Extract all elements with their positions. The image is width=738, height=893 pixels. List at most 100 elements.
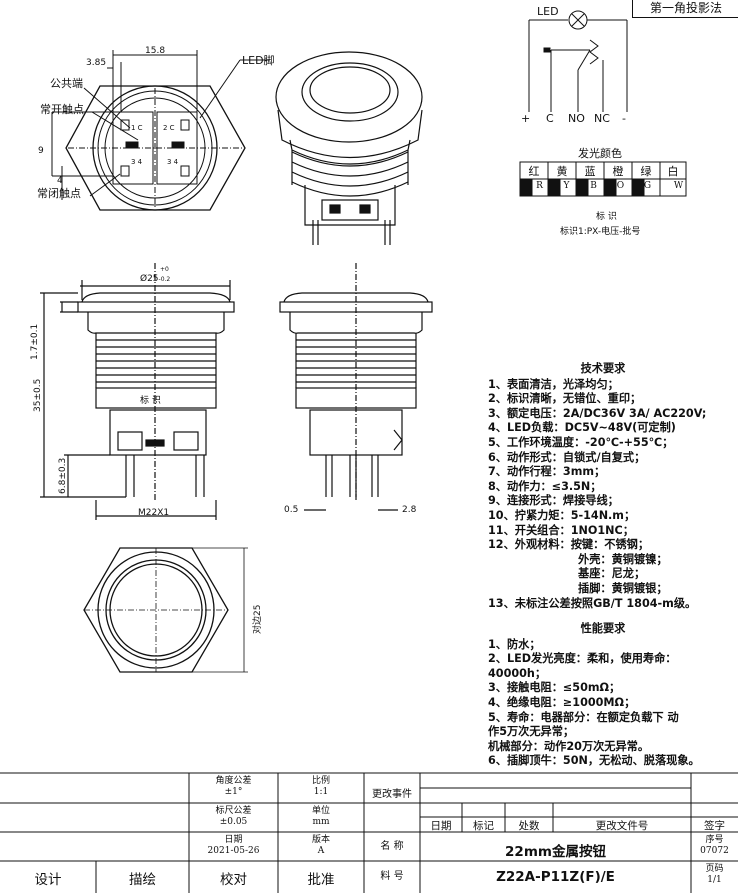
perf-item: 作5万次无异常； (488, 725, 575, 739)
perf-title: 性能要求 (580, 622, 626, 635)
tol-plus: +0 (160, 266, 169, 273)
dim-width: 15.8 (145, 46, 166, 56)
scale-value: 1:1 (313, 787, 329, 797)
perf-item: 2、LED发光亮度：柔和，使用寿命： (488, 652, 677, 666)
dim-thread: M22X1 (138, 508, 170, 518)
perf-item: 6、插脚顶牛：50N，无松动、脱落现象。 (488, 754, 700, 768)
color-code: G (643, 181, 652, 191)
projection-label: 第一角投影法 (632, 0, 738, 18)
dim-tol-label: 标尺公差 (215, 806, 252, 816)
side-view-left (40, 263, 235, 520)
color-name: 绿 (640, 165, 652, 178)
dim-offset: 3.85 (86, 58, 107, 68)
dim-small: 4 (57, 176, 63, 186)
color-name: 黄 (556, 165, 568, 178)
product-name: 22mm金属按钮 (505, 844, 606, 860)
tech-item: 插脚：黄铜镀银； (578, 581, 668, 595)
name-label: 名 称 (380, 841, 404, 852)
perf-item: 40000h； (488, 666, 547, 680)
perf-item: 4、绝缘电阻：≥1000MΩ； (488, 695, 636, 709)
unit-label: 单位 (311, 806, 330, 816)
tech-item: 6、动作形式：自锁式/自复式； (488, 450, 646, 464)
color-name: 蓝 (584, 165, 596, 178)
tech-item: 4、LED负载：DC5V~48V(可定制) (488, 421, 676, 435)
color-code: R (536, 181, 543, 191)
check-label: 校对 (220, 872, 247, 888)
page-value: 1/1 (707, 875, 722, 885)
col-count: 处数 (518, 820, 540, 832)
terminal-nc: NC (594, 112, 610, 125)
col-date: 日期 (430, 820, 452, 832)
version-label: 版本 (311, 835, 330, 845)
no-label: 常开触点 (40, 103, 84, 116)
color-code: Y (563, 181, 570, 191)
led-pin-label: LED脚 (242, 54, 275, 67)
dim-tol: 标尺公差 ±0.05 (189, 806, 278, 828)
mark-title: 标 识 (596, 212, 617, 222)
terminal-minus: - (622, 112, 626, 125)
scale-cell: 比例 1:1 (278, 776, 364, 798)
tech-item: 8、动作力：≤3.5N； (488, 479, 602, 493)
tech-item: 5、工作环境温度：-20℃-+55℃； (488, 435, 674, 449)
unit-cell: 单位 mm (278, 806, 364, 828)
tol-minus: -0.2 (158, 276, 171, 283)
common-label: 公共端 (50, 77, 83, 90)
version-cell: 版本 A (278, 835, 364, 857)
scale-label: 比例 (311, 776, 330, 786)
tech-item: 9、连接形式：焊接导线； (488, 494, 619, 508)
tech-item: 1、表面清洁，光泽均匀； (488, 377, 619, 391)
terminal-no: NO (568, 112, 585, 125)
part-number: Z22A-P11Z(F)/E (496, 869, 615, 885)
dim-diameter: Ø25-0.2 (140, 274, 170, 284)
dim-pitch: 9 (38, 146, 44, 156)
perf-item: 3、接触电阻：≤50mΩ； (488, 681, 621, 695)
page-label: 页码 (705, 864, 724, 874)
angle-tol-label: 角度公差 (215, 776, 252, 786)
bottom-view (83, 547, 248, 673)
color-name: 橙 (612, 165, 624, 178)
date-value: 2021-05-26 (207, 846, 260, 856)
color-code: W (673, 181, 684, 191)
diameter-value: Ø25 (140, 274, 159, 284)
design-label: 设计 (34, 872, 62, 888)
tech-item: 基座：尼龙； (578, 567, 646, 581)
perf-item: 1、防水； (488, 637, 541, 651)
dim-height-top: 1.7±0.1 (30, 323, 40, 360)
color-code: O (616, 181, 625, 191)
col-change-file: 更改文件号 (595, 820, 649, 832)
tech-item: 外壳：黄铜镀镍； (578, 552, 668, 566)
page-cell: 页码 1/1 (691, 864, 738, 886)
title-block-grid (0, 773, 738, 893)
seq-cell: 序号 07072 (691, 835, 738, 857)
col-sign: 签字 (704, 820, 725, 832)
col-mark: 标记 (473, 820, 494, 832)
dim-height-total: 35±0.5 (33, 378, 43, 412)
across-flats: 对边25 (253, 604, 263, 634)
dim-pin-height: 6.8±0.3 (58, 457, 68, 494)
contact-mark: 3 4 (167, 158, 179, 166)
tech-item: 10、拧紧力矩：5-14N.m； (488, 508, 636, 522)
tech-item: 3、额定电压：2A/DC36V 3A/ AC220V; (488, 406, 707, 420)
seq-value: 07072 (700, 846, 729, 856)
color-names-row: 红 黄 蓝 橙 绿 白 (520, 163, 686, 179)
color-codes-row: R Y B O G W (532, 181, 686, 191)
circuit-schematic (528, 10, 628, 112)
unit-value: mm (312, 817, 330, 827)
contact-mark: 3 4 (131, 158, 143, 166)
tech-item: 12、外观材料：按键：不锈钢； (488, 538, 650, 552)
nc-label: 常闭触点 (37, 187, 81, 200)
part-label: 料 号 (380, 871, 404, 882)
color-title: 发光颜色 (578, 147, 622, 160)
approve-label: 批准 (307, 872, 335, 888)
contact-mark: NO (172, 141, 183, 149)
color-code: B (590, 181, 597, 191)
seq-label: 序号 (705, 835, 724, 845)
version-value: A (317, 846, 325, 856)
tech-requirements: 技术要求 1、表面清洁，光泽均匀； 2、标识清晰，无错位、重印； 3、额定电压：… (488, 362, 718, 611)
date-cell: 日期 2021-05-26 (189, 835, 278, 857)
mark-note: 标识1:PX-电压-批号 (560, 227, 641, 237)
terminal-plus: + (521, 112, 531, 125)
tech-item: 13、未标注公差按照GB/T 1804-m级。 (488, 596, 697, 610)
terminal-c: C (546, 112, 554, 125)
